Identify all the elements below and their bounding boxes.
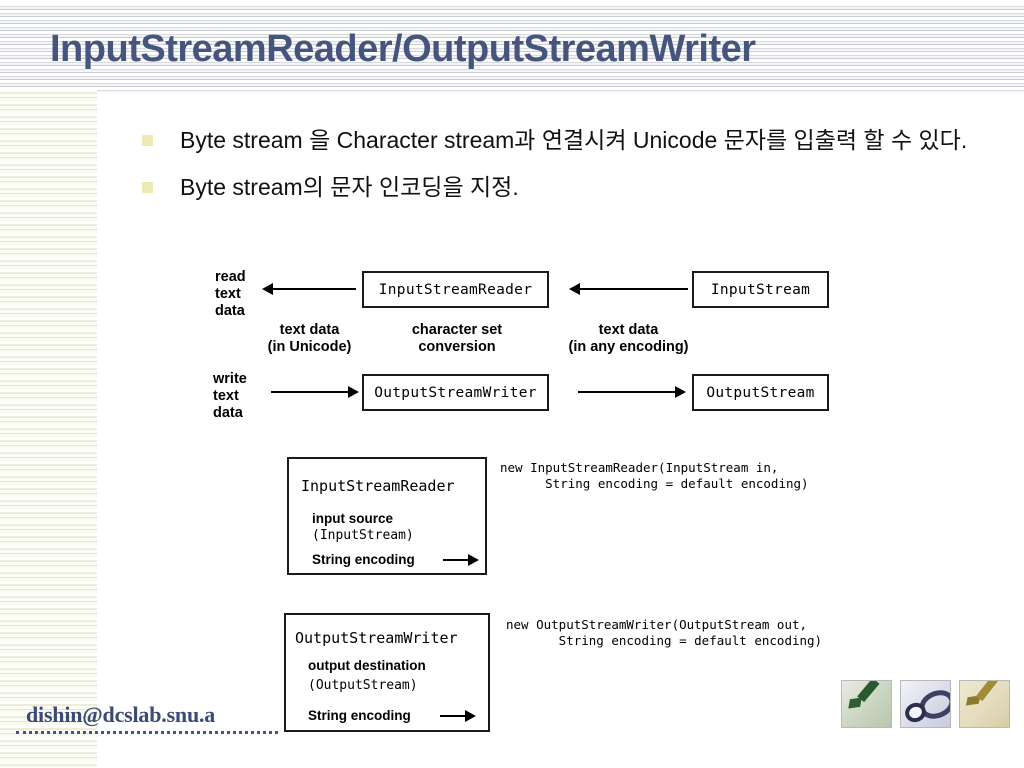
sidebar-stripe-decoration (0, 89, 97, 768)
arrow-head-left-icon (569, 283, 580, 295)
arrow-writer-encoding (440, 715, 468, 717)
arrow-write-to-writer (271, 391, 351, 393)
header-stripe-band (0, 0, 1024, 92)
reader-input-source-label: input source (312, 511, 394, 526)
writer-string-encoding-label: String encoding (308, 708, 411, 723)
arrow-reader-encoding (443, 559, 471, 561)
input-stream-box: InputStream (692, 271, 829, 308)
writer-output-destination-type: (OutputStream) (308, 678, 418, 693)
bullet-square-icon (142, 135, 153, 146)
reader-string-encoding-label: String encoding (312, 552, 415, 567)
gold-check-thumbnail[interactable] (959, 680, 1010, 728)
arrow-reader-to-read (271, 288, 356, 290)
output-stream-writer-box: OutputStreamWriter (362, 374, 549, 411)
arrow-stream-to-reader (578, 288, 688, 290)
writer-constructor-code: new OutputStreamWriter(OutputStream out,… (506, 617, 823, 648)
footer-dotted-rule (16, 731, 278, 734)
list-item: Byte stream의 문자 인코딩을 지정. (142, 171, 1002, 204)
check-icon (848, 691, 884, 714)
bullet-text: Byte stream의 문자 인코딩을 지정. (180, 174, 519, 200)
caption-text-data-unicode: text data (in Unicode) (267, 322, 352, 355)
arrow-head-right-icon (348, 386, 359, 398)
bullet-text: Byte stream 을 Character stream과 연결시켜 Uni… (180, 127, 968, 153)
arrow-head-left-icon (262, 283, 273, 295)
page-title: InputStreamReader/OutputStreamWriter (50, 28, 756, 70)
arrow-head-right-icon (465, 710, 476, 722)
arrow-writer-to-stream (578, 391, 678, 393)
output-stream-box: OutputStream (692, 374, 829, 411)
caption-text-data-any-encoding: text data (in any encoding) (568, 322, 689, 355)
reader-detail-title: InputStreamReader (301, 477, 455, 495)
footer-email: dishin@dcslab.snu.a (26, 702, 216, 727)
green-check-thumbnail[interactable] (841, 680, 892, 728)
writer-output-destination-label: output destination (308, 658, 426, 673)
arrow-head-right-icon (468, 554, 479, 566)
input-stream-reader-box: InputStreamReader (362, 271, 549, 308)
dark-ellipse-thumbnail[interactable] (900, 680, 951, 728)
list-item: Byte stream 을 Character stream과 연결시켜 Uni… (142, 124, 1002, 157)
write-text-data-label: write text data (213, 371, 247, 421)
caption-character-set-conversion: character set conversion (411, 322, 503, 355)
reader-input-source-type: (InputStream) (312, 528, 414, 543)
writer-detail-title: OutputStreamWriter (295, 629, 458, 647)
arrow-head-right-icon (675, 386, 686, 398)
writer-detail-box (284, 613, 490, 732)
bullet-square-icon (142, 182, 153, 193)
reader-constructor-code: new InputStreamReader(InputStream in, St… (500, 460, 809, 491)
check-icon (966, 691, 1002, 714)
read-text-data-label: read text data (215, 269, 246, 319)
bullet-list: Byte stream 을 Character stream과 연결시켜 Uni… (142, 124, 1002, 218)
reader-detail-box (287, 457, 487, 575)
thumbnail-strip (841, 680, 1010, 728)
